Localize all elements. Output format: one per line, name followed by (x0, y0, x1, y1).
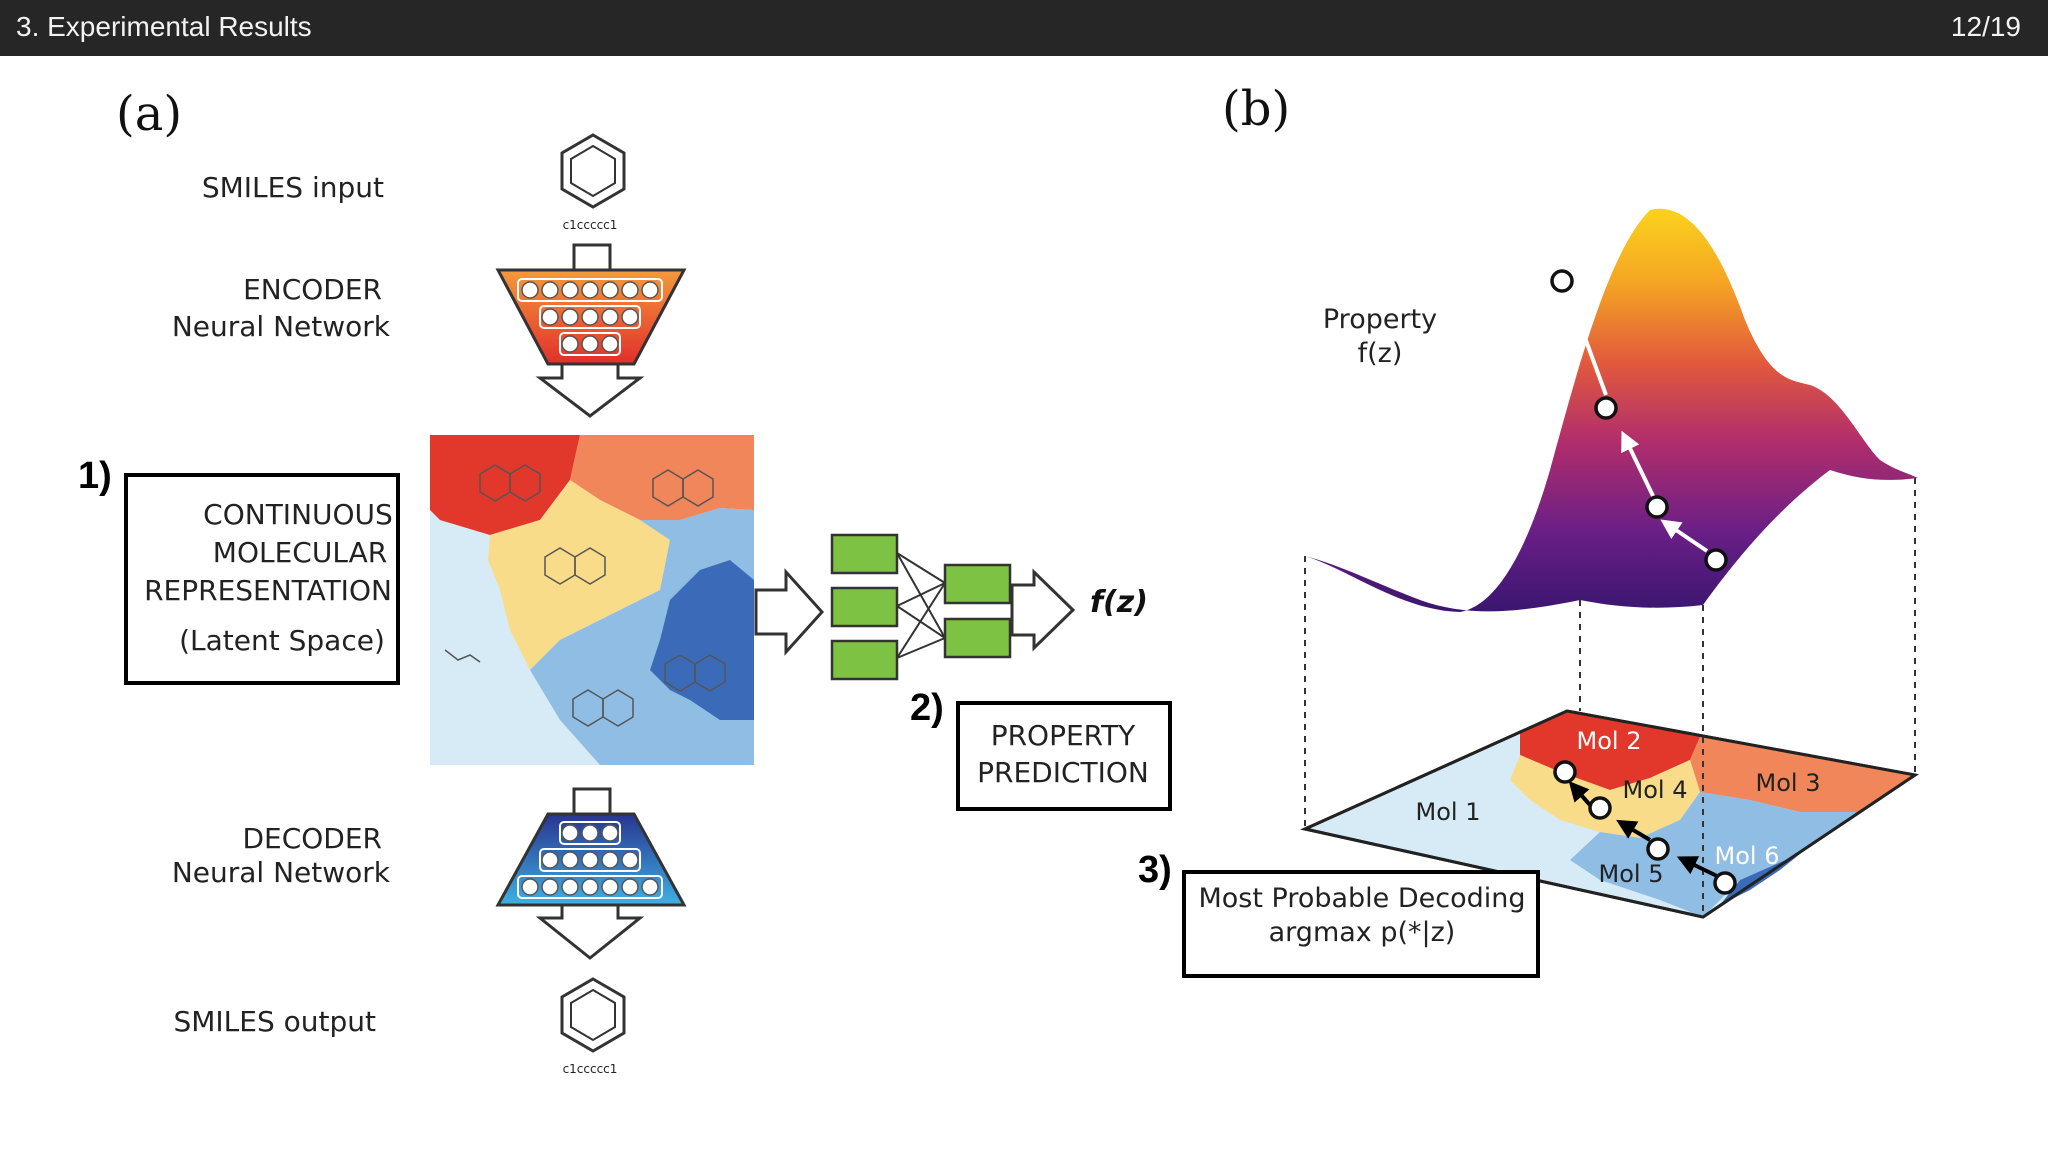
benzene-input-icon (560, 133, 626, 209)
decode-label-line1: Most Probable Decoding (1198, 883, 1525, 914)
neuron-node (561, 308, 579, 326)
prop-label-line1: PROPERTY (991, 719, 1136, 752)
mol-6-label: Mol 6 (1715, 842, 1780, 870)
projection-lines (1304, 478, 1916, 917)
surface-optimization-path (1550, 269, 1728, 572)
neuron-node (541, 851, 559, 869)
step-3-number: 3) (1138, 849, 1172, 891)
neuron-node (601, 335, 619, 353)
slide-header: 3. Experimental Results 12/19 (0, 0, 2048, 56)
property-label-line1: Property (1323, 304, 1437, 335)
neuron-node (621, 851, 639, 869)
latent-label-line3: REPRESENTATION (144, 574, 392, 607)
step-1-number: 1) (78, 455, 112, 497)
latent-to-predictor-arrow (754, 568, 825, 656)
neuron-node (521, 281, 539, 299)
property-network (830, 533, 1076, 681)
slide-title: 3. Experimental Results (16, 11, 312, 42)
neuron-node (601, 308, 619, 326)
mol-3-label: Mol 3 (1756, 769, 1821, 797)
decoder-nodes (521, 824, 659, 896)
decoder-label-line2: Neural Network (172, 856, 391, 889)
latent-space-map (430, 435, 754, 765)
neuron-node (521, 878, 539, 896)
page-number: 12/19 (1950, 11, 2021, 42)
encoder-network (495, 243, 687, 418)
neuron-node (641, 878, 659, 896)
decoding-box (1182, 870, 1540, 978)
latent-label-line4: (Latent Space) (179, 624, 385, 657)
latent-label-line2: MOLECULAR (213, 536, 387, 569)
neuron-node (601, 281, 619, 299)
neuron-node (601, 824, 619, 842)
neuron-node (541, 878, 559, 896)
benzene-output-icon (560, 977, 626, 1053)
latent-space-box (124, 473, 400, 685)
panel-a-label: (a) (116, 86, 182, 142)
neuron-node (561, 281, 579, 299)
encoder-label-line1: ENCODER (243, 273, 382, 306)
smiles-output-code: c1ccccc1 (563, 1062, 618, 1076)
neuron-node (581, 335, 599, 353)
neuron-node (581, 824, 599, 842)
neuron-node (561, 851, 579, 869)
neuron-node (581, 308, 599, 326)
neuron-node (561, 878, 579, 896)
neuron-node (541, 308, 559, 326)
neuron-node (621, 878, 639, 896)
decoder-network (495, 787, 687, 960)
neuron-node (641, 281, 659, 299)
prop-label-line2: PREDICTION (977, 756, 1149, 789)
decoder-label-line1: DECODER (242, 822, 382, 855)
latent-label-line1: CONTINUOUS (203, 498, 393, 531)
neuron-node (581, 281, 599, 299)
smiles-output-label: SMILES output (173, 1005, 376, 1038)
step-2-number: 2) (910, 687, 944, 729)
encoder-nodes (521, 281, 659, 353)
property-prediction-box (956, 701, 1172, 811)
mol-5-label: Mol 5 (1599, 860, 1664, 888)
latent-decoding-path (1553, 760, 1737, 895)
neuron-node (621, 308, 639, 326)
neuron-node (561, 824, 579, 842)
mol-2-label: Mol 2 (1577, 727, 1642, 755)
neuron-node (601, 851, 619, 869)
mol-4-label: Mol 4 (1623, 776, 1688, 804)
fz-output-label: f(z) (1090, 585, 1148, 620)
encoder-label-line2: Neural Network (172, 310, 391, 343)
smiles-input-code: c1ccccc1 (563, 218, 618, 232)
panel-b-label: (b) (1222, 81, 1290, 137)
mol-1-label: Mol 1 (1416, 798, 1481, 826)
figure-canvas: (a) SMILES input c1ccccc1 ENCODER Neural… (78, 81, 1919, 1076)
neuron-node (621, 281, 639, 299)
property-label-line2: f(z) (1358, 338, 1403, 369)
neuron-node (561, 335, 579, 353)
decode-label-line2: argmax p(*|z) (1269, 917, 1456, 948)
neuron-node (541, 281, 559, 299)
neuron-node (581, 878, 599, 896)
neuron-node (581, 851, 599, 869)
smiles-input-label: SMILES input (202, 171, 384, 204)
neuron-node (601, 878, 619, 896)
